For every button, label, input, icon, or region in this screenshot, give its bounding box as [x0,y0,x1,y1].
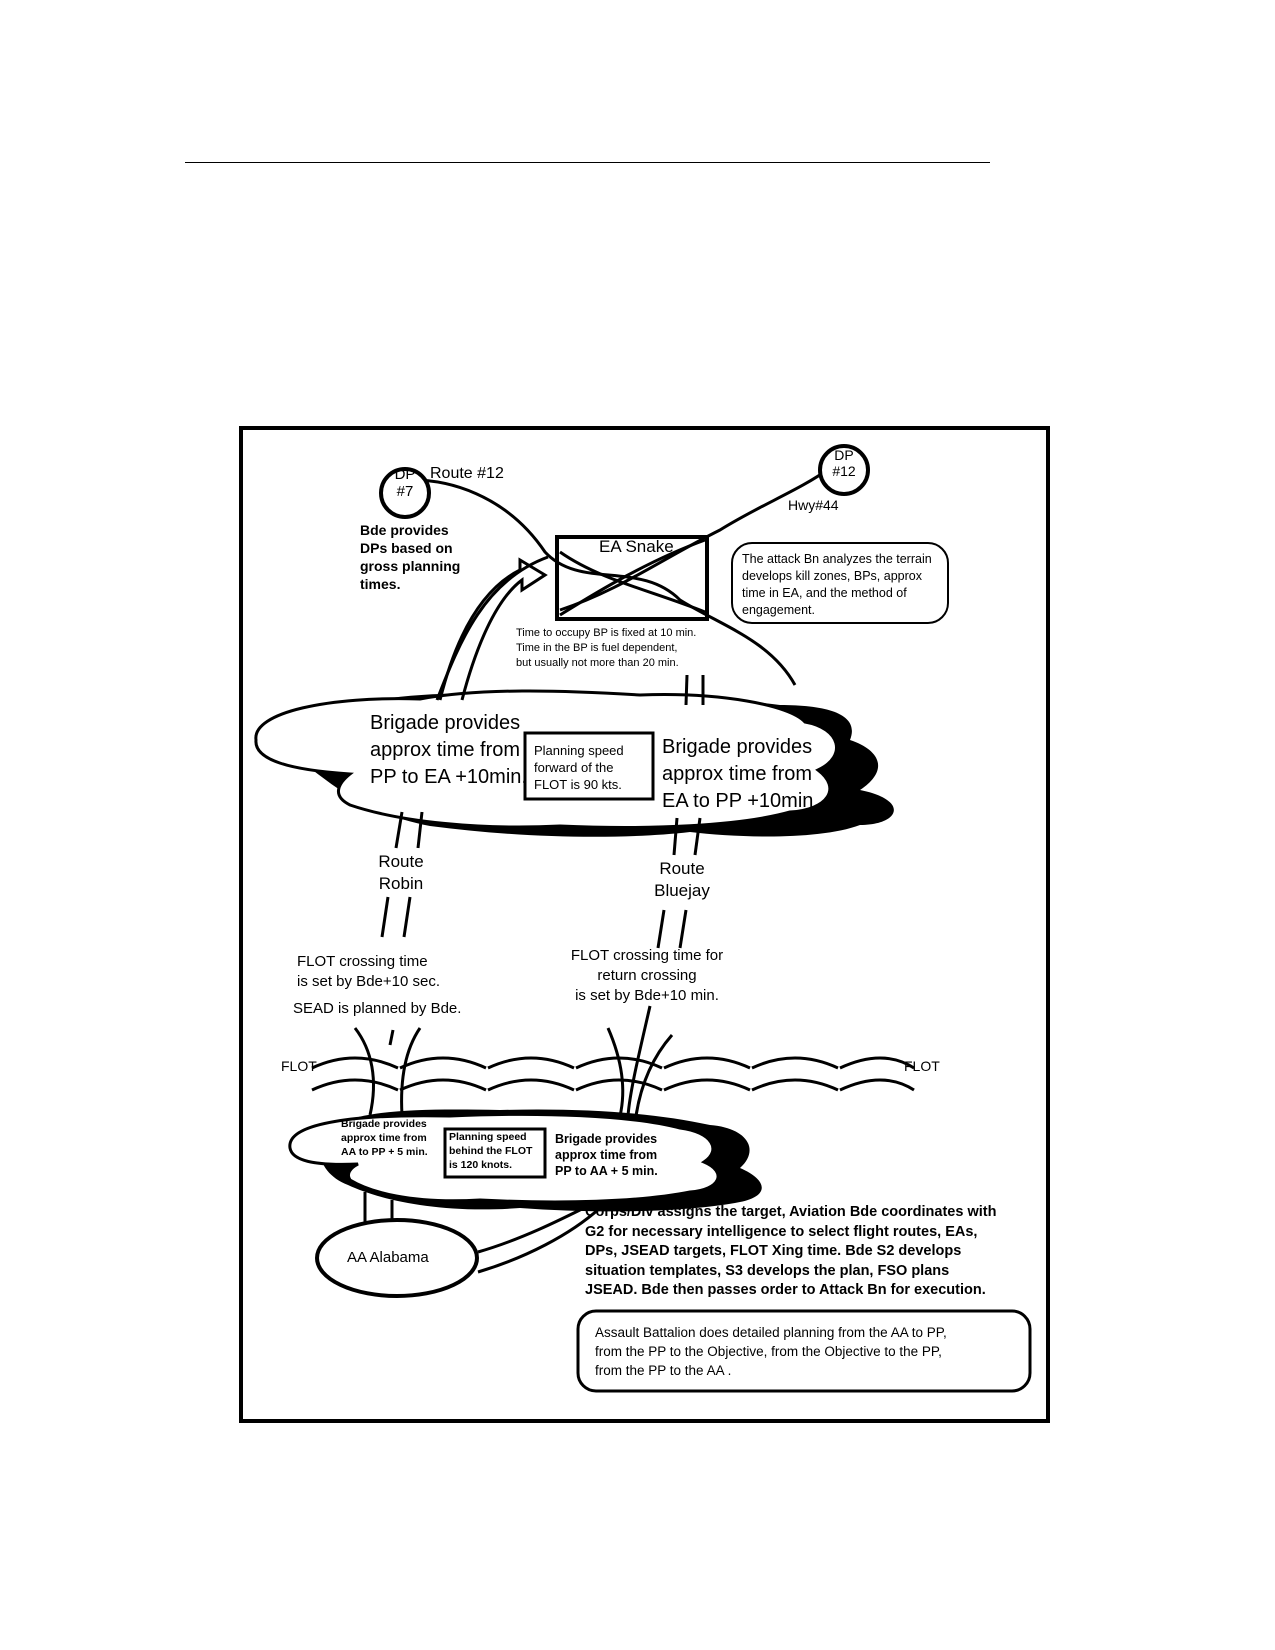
right-crossing-line-2 [626,1005,652,1117]
dp7-label-line2: #7 [396,483,414,501]
bp-note: Time to occupy BP is fixed at 10 min. Ti… [516,627,697,669]
right-crossing-line-3 [634,1034,674,1117]
dp12-label-line2: #12 [832,463,856,480]
aa-return-line-2 [477,1206,602,1274]
robin-line-4 [402,896,412,938]
ea-cross-line-2 [559,550,706,614]
route-bluejay-label: Route Bluejay [654,859,710,900]
ea-snake-label: EA Snake [599,537,674,556]
corps-note: Corps/Div assigns the target, Aviation B… [585,1204,997,1298]
dp12-label: DP #12 [826,447,862,479]
right-crossing-line-1 [606,1027,625,1117]
lower-cloud-right-text: Brigade provides approx time from PP to … [555,1132,658,1178]
flot-label-right: FLOT [904,1058,940,1074]
bde-dps-note: Bde provides DPs based on gross planning… [360,522,461,592]
dp7-label: DP #7 [387,466,423,501]
dp7-route-line-1 [435,555,549,701]
attack-bn-note: The attack Bn analyzes the terrain devel… [742,552,932,617]
lower-speed-box [443,1127,547,1179]
hwy44-label: Hwy#44 [788,497,839,513]
hwy-44-line [559,466,831,612]
assault-note: Assault Battalion does detailed planning… [595,1325,947,1378]
upper-cloud-right-text: Brigade provides approx time from EA to … [662,736,819,812]
aa-return-line-1 [477,1203,591,1254]
attack-bn-box [731,542,949,624]
robin-line-3 [380,896,390,938]
ingress-arrow [438,557,548,701]
aa-alabama-ellipse [315,1218,479,1298]
header-rule [185,162,990,163]
flot-label-left: FLOT [281,1058,317,1074]
ea-snake-box [555,535,709,621]
dp7-circle [379,467,431,519]
bluejay-line-4 [678,909,688,949]
diagram-frame [239,426,1050,1423]
robin-line-2 [416,811,424,849]
lower-cloud-left-text: Brigade provides approx time from AA to … [341,1118,428,1158]
dp12-label-line1: DP [834,447,854,463]
bluejay-line-2 [693,817,702,856]
sead-note: SEAD is planned by Bde. [293,1000,462,1017]
flot-right-note: FLOT crossing time for return crossing i… [570,947,724,1004]
dp7-label-line1: DP [394,466,416,483]
left-crossing-line-3 [388,1029,395,1046]
flot-scallop-bottom-row [311,1078,915,1092]
left-crossing-line-1 [353,1027,375,1116]
aa-alabama-label: AA Alabama [347,1249,429,1266]
assault-bn-box [576,1309,1032,1393]
flot-left-note: FLOT crossing time is set by Bde+10 sec. [297,953,440,990]
flot-scallop-top-row [311,1056,915,1070]
route-robin-label: Route Robin [378,852,424,893]
bluejay-line-1 [672,817,679,856]
upper-speed-text: Planning speed forward of the FLOT is 90… [534,743,624,792]
egress-line-1 [684,674,689,706]
dp12-circle [818,444,870,496]
upper-speed-box [523,731,655,801]
robin-line-1 [394,811,404,849]
left-crossing-line-2 [400,1027,422,1116]
bluejay-line-3 [656,909,666,949]
lower-speed-text: Planning speed behind the FLOT is 120 kn… [449,1131,533,1171]
upper-cloud-left-text: Brigade provides approx time from PP to … [370,712,527,788]
ea-cross-line-1 [559,538,706,617]
route12-label: Route #12 [430,465,504,482]
